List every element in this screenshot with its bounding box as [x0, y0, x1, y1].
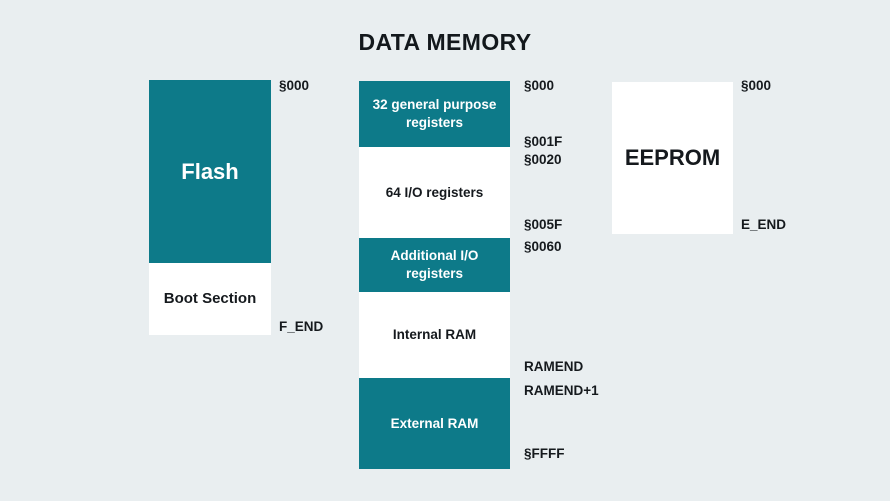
page-title: DATA MEMORY [358, 29, 532, 55]
data-address-0020: §0020 [524, 152, 562, 167]
general-purpose-registers-block: 32 general purpose registers [359, 81, 510, 147]
data-address-0060: §0060 [524, 239, 562, 254]
boot-section-block: Boot Section [149, 263, 271, 335]
data-memory-column: 32 general purpose registers 64 I/O regi… [359, 81, 510, 469]
data-address-0000: §000 [524, 78, 555, 93]
internal-ram-block: Internal RAM [359, 292, 510, 378]
eeprom-address-end: E_END [741, 217, 787, 232]
data-address-001f: §001F [524, 134, 563, 149]
flash-address-end: F_END [279, 319, 324, 334]
general-purpose-registers-label: 32 general purpose registers [372, 97, 497, 130]
data-address-005f: §005F [524, 217, 563, 232]
data-address-ramend: RAMEND [524, 359, 584, 374]
flash-block: Flash [149, 80, 271, 263]
external-ram-block: External RAM [359, 378, 510, 469]
io-registers-block: 64 I/O registers [359, 147, 510, 238]
additional-io-registers-label: Additional I/O registers [390, 248, 479, 281]
additional-io-registers-block: Additional I/O registers [359, 238, 510, 292]
eeprom-block: EEPROM [612, 82, 733, 234]
eeprom-block-label: EEPROM [624, 145, 721, 171]
flash-address-start: §000 [279, 78, 310, 93]
flash-column: Flash Boot Section [149, 80, 271, 335]
external-ram-label: External RAM [390, 415, 479, 431]
data-address-ramend-plus-1: RAMEND+1 [524, 383, 599, 398]
boot-section-block-label: Boot Section [163, 290, 257, 308]
eeprom-column: EEPROM [612, 82, 733, 234]
eeprom-address-start: §000 [741, 78, 772, 93]
io-registers-label: 64 I/O registers [385, 184, 484, 200]
flash-block-label: Flash [181, 158, 239, 184]
internal-ram-label: Internal RAM [392, 327, 477, 343]
data-address-ffff: §FFFF [524, 446, 565, 461]
